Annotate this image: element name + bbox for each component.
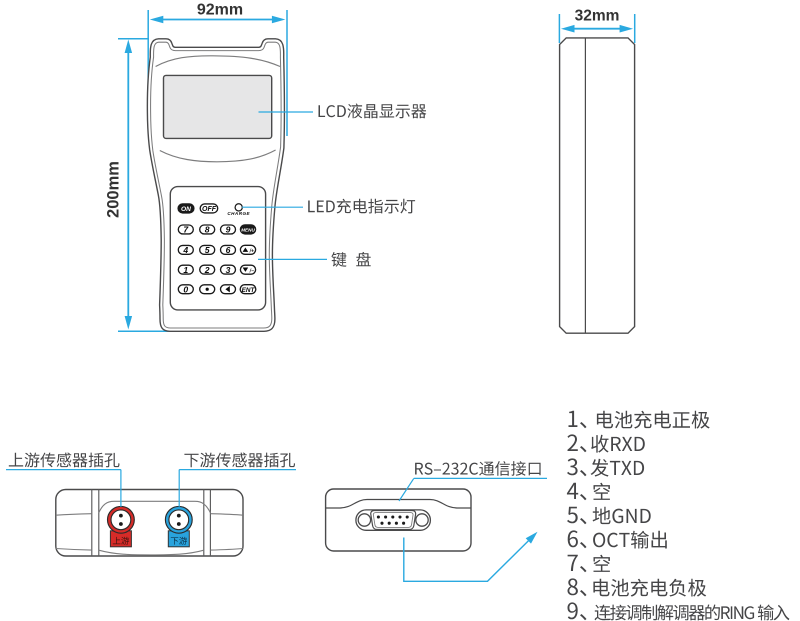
svg-text:ON: ON xyxy=(181,206,191,213)
svg-text:OFF: OFF xyxy=(202,206,217,213)
svg-text:8: 8 xyxy=(205,225,210,235)
svg-text:200mm: 200mm xyxy=(105,161,123,218)
svg-text:CHARGE: CHARGE xyxy=(227,211,250,216)
svg-text:1: 1 xyxy=(183,265,188,275)
svg-text:2: 2 xyxy=(204,265,210,275)
svg-text:5: 5 xyxy=(205,245,210,255)
svg-text:/−: /− xyxy=(249,269,254,275)
svg-text:6: 6 xyxy=(226,245,231,255)
svg-text:9: 9 xyxy=(226,225,231,235)
svg-text:ENT: ENT xyxy=(242,287,256,294)
svg-text:MENU: MENU xyxy=(241,228,255,233)
svg-text:7: 7 xyxy=(183,225,189,235)
svg-text:92mm: 92mm xyxy=(197,2,243,19)
svg-text:/+: /+ xyxy=(249,249,254,255)
svg-text:0: 0 xyxy=(183,284,188,294)
svg-text:4: 4 xyxy=(182,245,188,255)
svg-text:32mm: 32mm xyxy=(575,8,620,25)
svg-text:3: 3 xyxy=(226,265,231,275)
